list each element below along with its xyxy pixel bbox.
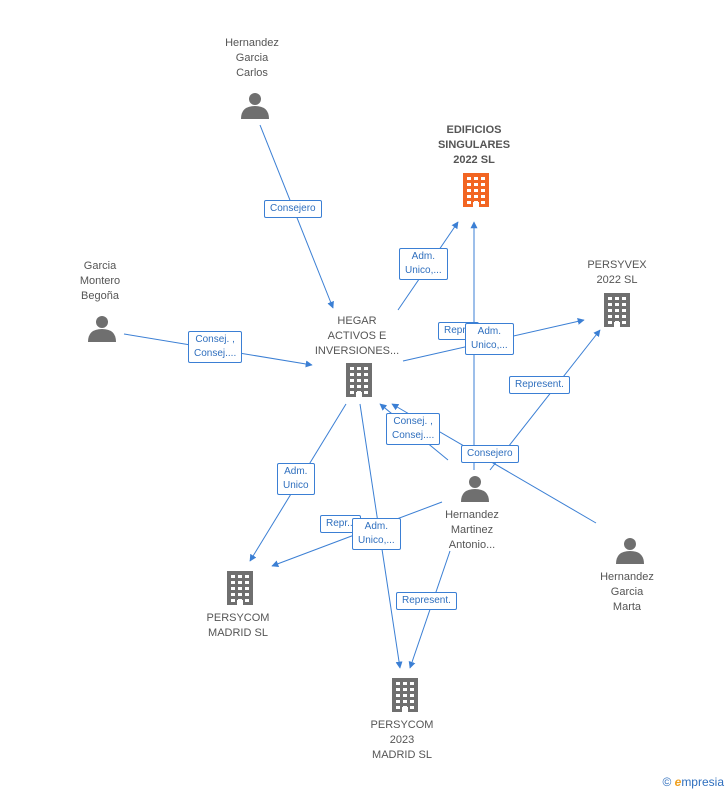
building-icon[interactable] xyxy=(227,571,253,605)
brand-e: e xyxy=(674,775,682,789)
brand-text: mpresia xyxy=(681,775,724,789)
person-icon[interactable] xyxy=(461,476,489,502)
building-icon[interactable] xyxy=(392,678,418,712)
person-icon[interactable] xyxy=(616,538,644,564)
person-icon[interactable] xyxy=(88,316,116,342)
person-icon[interactable] xyxy=(241,93,269,119)
edge-label-hegar-persycom_madrid[interactable]: Adm. Unico xyxy=(277,463,315,495)
building-icon[interactable] xyxy=(346,363,372,397)
node-label-gmb[interactable]: Garcia Montero Begoña xyxy=(79,260,121,302)
edge-label-hgc-hegar[interactable]: Consejero xyxy=(264,200,322,218)
edge-label-hma-persycom_2023[interactable]: Represent. xyxy=(396,592,457,610)
edge-label-hgm-hegar[interactable]: Consejero xyxy=(461,445,519,463)
node-label-hma[interactable]: Hernandez Martinez Antonio... xyxy=(445,509,499,551)
node-label-hegar[interactable]: HEGAR ACTIVOS E INVERSIONES... xyxy=(314,315,400,357)
node-label-persycom_madrid[interactable]: PERSYCOM MADRID SL xyxy=(206,612,270,639)
node-label-hgc[interactable]: Hernandez Garcia Carlos xyxy=(225,37,279,79)
copyright-symbol: © xyxy=(662,775,672,789)
node-label-persycom_2023[interactable]: PERSYCOM 2023 MADRID SL xyxy=(370,719,434,761)
node-label-hgm[interactable]: Hernandez Garcia Marta xyxy=(600,571,654,613)
edge-label-hma-hegar[interactable]: Consej. , Consej.... xyxy=(386,413,441,445)
node-label-persyvex[interactable]: PERSYVEX 2022 SL xyxy=(587,259,647,286)
edge-label-hma-persyvex[interactable]: Represent. xyxy=(509,376,570,394)
node-label-edificios[interactable]: EDIFICIOS SINGULARES 2022 SL xyxy=(437,124,511,166)
edge-label-hegar-persycom_2023[interactable]: Adm. Unico,... xyxy=(352,518,401,550)
edge-label-hegar-edificios[interactable]: Adm. Unico,... xyxy=(399,248,448,280)
building-icon[interactable] xyxy=(604,293,630,327)
building-icon[interactable] xyxy=(463,173,489,207)
edge-label-gmb-hegar[interactable]: Consej. , Consej.... xyxy=(188,331,243,363)
brand-logo: © empresia xyxy=(662,775,724,789)
edge-label-hma-edificios[interactable]: Adm. Unico,... xyxy=(465,323,514,355)
edge-label-hma-persycom_madrid[interactable]: Repr... xyxy=(320,515,362,533)
